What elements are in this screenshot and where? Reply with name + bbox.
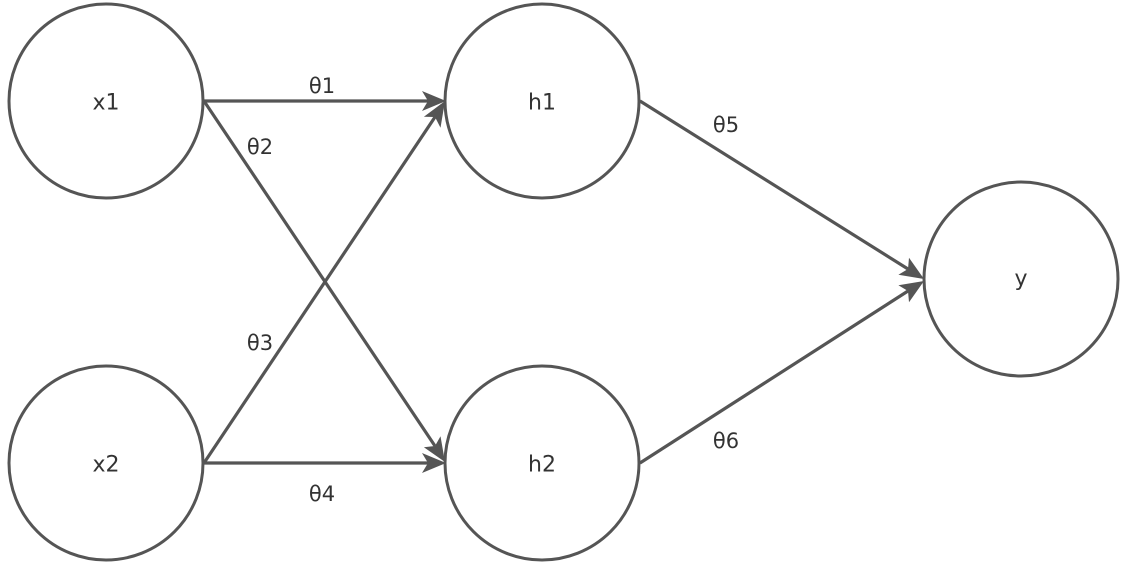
edge-x2-h1-arrowhead: [423, 101, 445, 128]
edge-label-x2-h1: θ3: [247, 331, 273, 355]
node-h2-label: h2: [528, 453, 556, 478]
node-h1: h1: [443, 2, 641, 200]
edge-h1-y-arrowhead: [898, 257, 924, 279]
node-x2-label: x2: [92, 453, 119, 478]
edge-x1-h1: [204, 91, 446, 111]
edge-label-h1-y: θ5: [713, 113, 739, 137]
edge-x2-h1: [202, 101, 445, 464]
edge-x1-h2: [202, 100, 445, 462]
node-x1: x1: [7, 2, 205, 200]
edge-label-h2-y: θ6: [713, 429, 739, 453]
node-h1-circle: [443, 2, 641, 200]
edge-x1-h1-arrowhead: [422, 91, 446, 111]
edge-x2-h2: [204, 453, 446, 473]
node-x1-label: x1: [92, 91, 119, 116]
edge-label-x1-h1: θ1: [309, 74, 335, 98]
node-y: y: [922, 180, 1120, 378]
edge-label-x1-h2: θ2: [247, 135, 273, 159]
node-h2-circle: [443, 364, 641, 562]
node-x2-circle: [7, 364, 205, 562]
edges: [202, 91, 924, 473]
nodes: x1 x2 h1 h2 y: [7, 2, 1120, 562]
edge-x1-h2-arrowhead: [423, 436, 445, 462]
edge-h2-y: [639, 281, 924, 465]
edge-label-x2-h2: θ4: [309, 482, 335, 506]
edge-labels: θ1 θ2 θ3 θ4 θ5 θ6: [247, 74, 739, 506]
node-x2: x2: [7, 364, 205, 562]
node-x1-circle: [7, 2, 205, 200]
edge-h2-y-arrowhead: [898, 281, 924, 303]
node-y-label: y: [1014, 267, 1027, 292]
node-h1-label: h1: [528, 91, 556, 116]
edge-x2-h2-arrowhead: [422, 453, 446, 473]
node-h2: h2: [443, 364, 641, 562]
edge-h1-y: [639, 99, 924, 279]
node-y-circle: [922, 180, 1120, 378]
